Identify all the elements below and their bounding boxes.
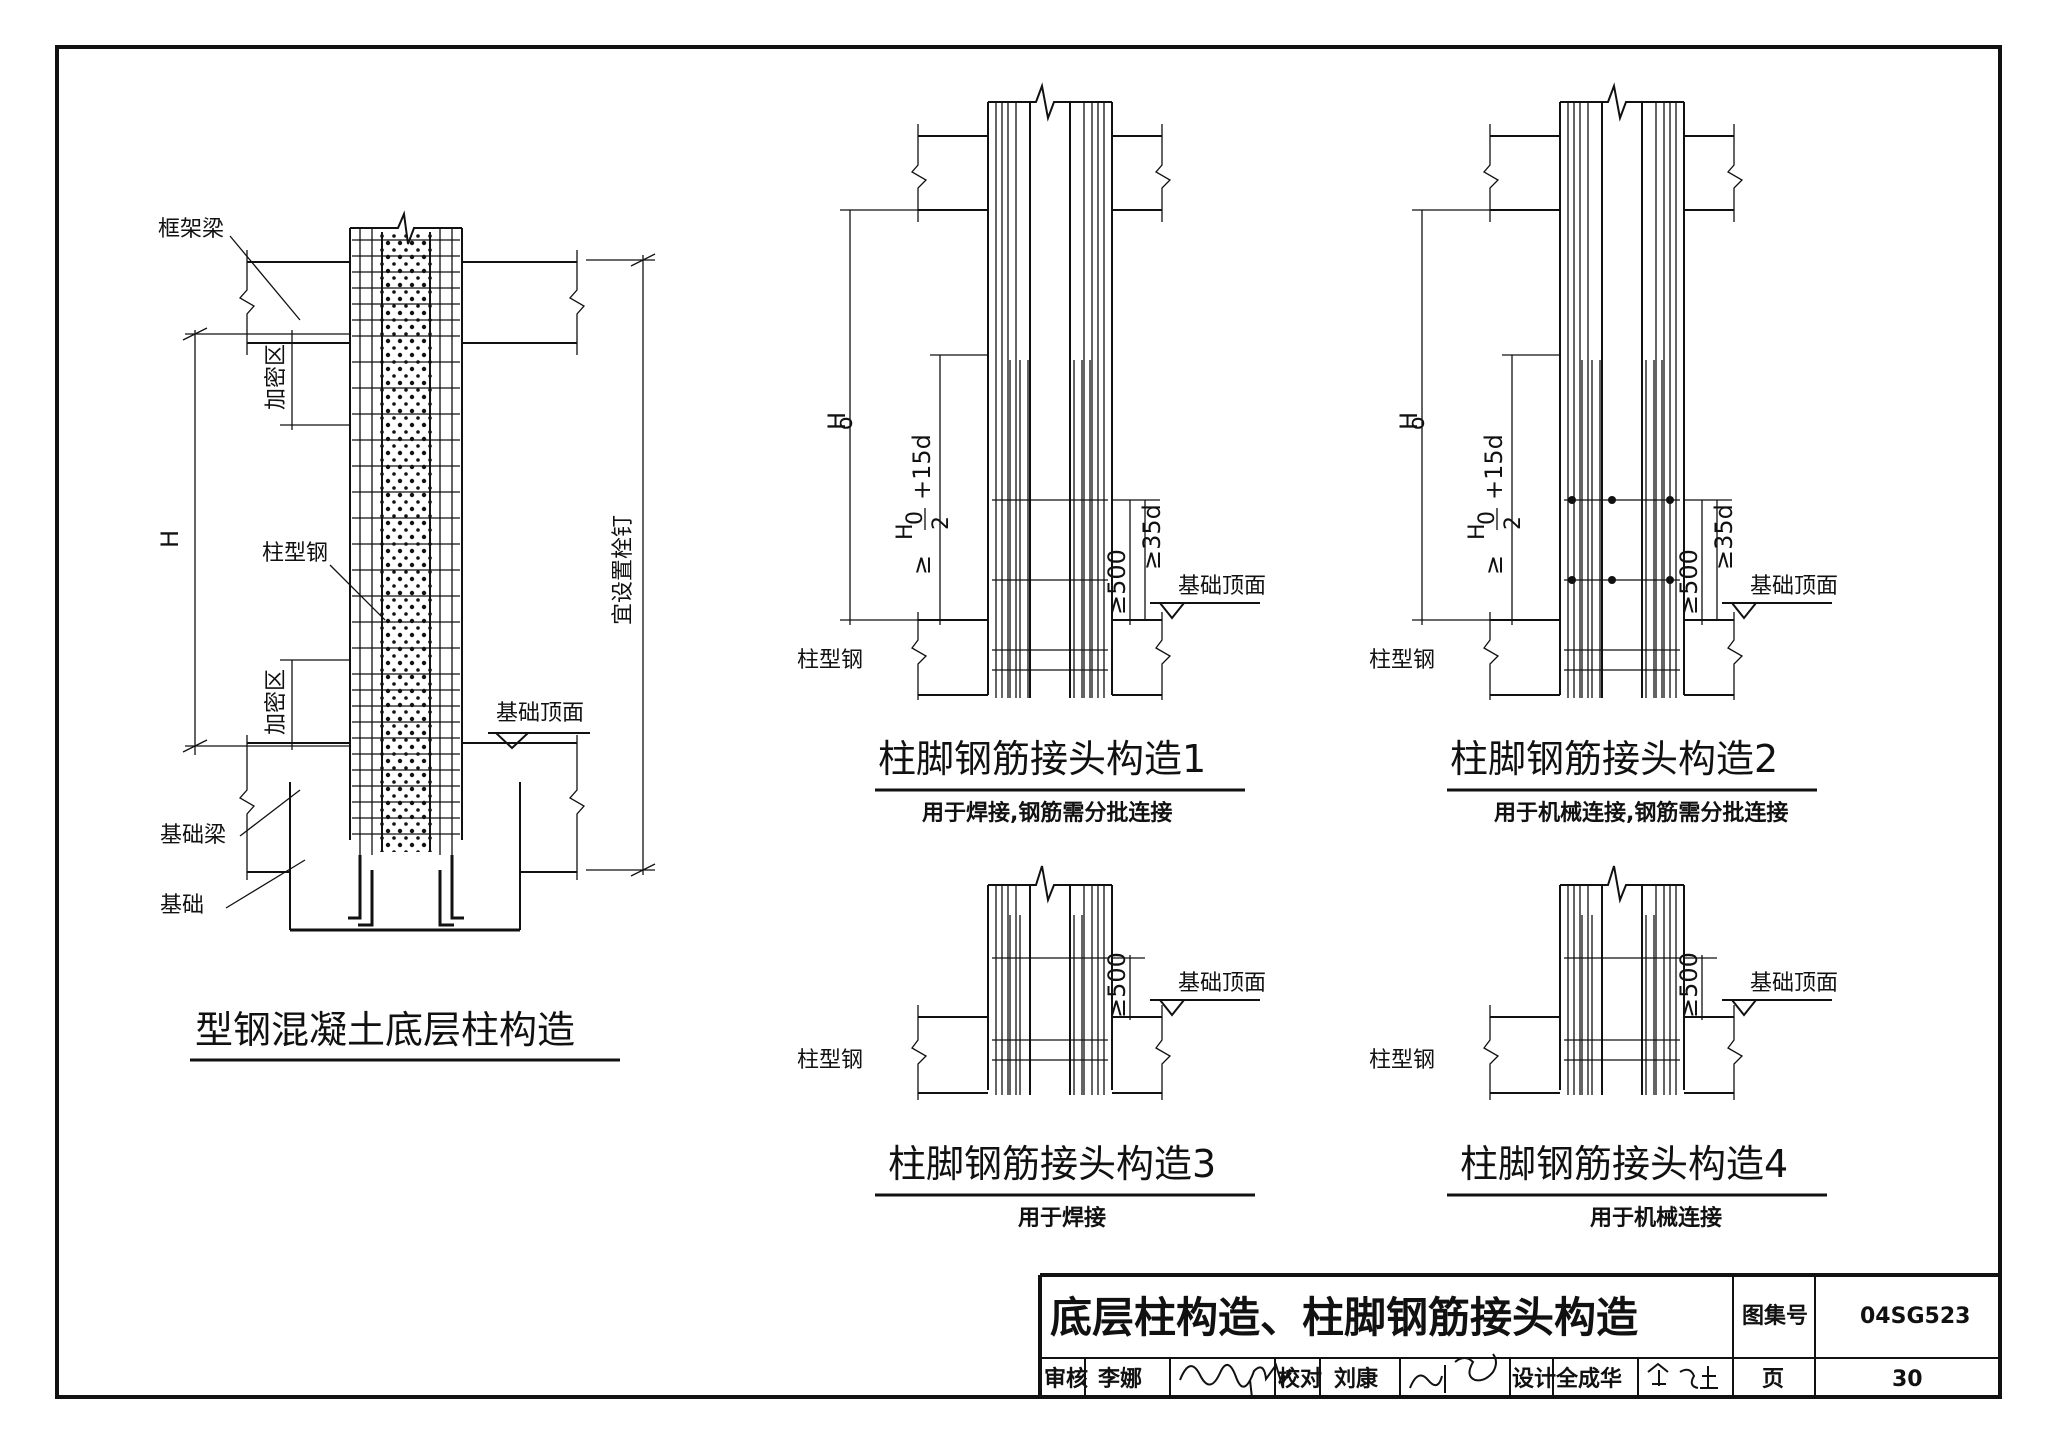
left-drawing-title: 型钢混凝土底层柱构造	[195, 1008, 575, 1052]
label-ge: ≥	[908, 555, 936, 575]
label-ho-sub: o	[1405, 417, 1430, 430]
label-ge500: ≥500	[1675, 549, 1703, 615]
detail-title: 柱脚钢筋接头构造3	[888, 1142, 1216, 1186]
label-foundation-beam: 基础梁	[160, 823, 226, 848]
reviewer-signature	[1179, 1362, 1291, 1399]
label-dense-zone-top: 加密区	[264, 344, 289, 410]
title-block: 底层柱构造、柱脚钢筋接头构造 图集号 04SG523 审核 李娜 校对 刘康 设…	[1038, 1273, 2000, 1399]
label-foundation-top: 基础顶面	[1178, 574, 1266, 599]
label-dense-zone-bottom: 加密区	[264, 669, 289, 735]
label-ge35d: ≥35d	[1138, 504, 1166, 570]
label-frac-den: 2	[1501, 516, 1526, 530]
label-frac-num-sub: 0	[903, 511, 928, 525]
design-label: 设计	[1512, 1367, 1556, 1392]
label-foundation: 基础	[160, 893, 204, 918]
label-plus15d: +15d	[908, 434, 936, 500]
detail-subtitle: 用于焊接,钢筋需分批连接	[922, 800, 1172, 826]
label-foundation-top: 基础顶面	[1750, 971, 1838, 996]
designer-name: 全成华	[1555, 1366, 1622, 1392]
label-frac-num-sub: 0	[1475, 511, 1500, 525]
detail-title: 柱脚钢筋接头构造2	[1450, 737, 1778, 781]
drawing-title: 底层柱构造、柱脚钢筋接头构造	[1050, 1293, 1638, 1342]
label-steel-column: 柱型钢	[797, 648, 863, 673]
page-label: 页	[1762, 1367, 1784, 1392]
label-frac-den: 2	[929, 516, 954, 530]
label-height: H	[156, 530, 184, 548]
label-foundation-top: 基础顶面	[1178, 971, 1266, 996]
designer-signature	[1647, 1362, 1718, 1389]
review-label: 审核	[1044, 1366, 1088, 1392]
label-steel-column: 柱型钢	[797, 1048, 863, 1073]
label-foundation-top: 基础顶面	[1750, 574, 1838, 599]
page-number: 30	[1892, 1367, 1923, 1392]
label-ho: H	[1395, 412, 1423, 430]
label-frame-beam: 框架梁	[158, 217, 224, 242]
sheet-border	[55, 45, 2002, 1399]
label-ge500: ≥500	[1675, 952, 1703, 1018]
detail-subtitle: 用于机械连接,钢筋需分批连接	[1494, 800, 1788, 826]
label-frac-num: H	[1465, 523, 1490, 540]
label-foundation-top-left: 基础顶面	[496, 701, 584, 726]
label-steel-column: 柱型钢	[1369, 1048, 1435, 1073]
label-ge500: ≥500	[1103, 952, 1131, 1018]
atlas-number: 04SG523	[1860, 1304, 1970, 1329]
detail-subtitle: 用于焊接	[1018, 1206, 1106, 1231]
label-stud-note: 宜设置栓钉	[611, 515, 636, 625]
label-steel-column: 柱型钢	[262, 541, 328, 566]
check-label: 校对	[1278, 1366, 1322, 1392]
atlas-label: 图集号	[1742, 1303, 1808, 1329]
checker-name: 刘康	[1334, 1366, 1379, 1392]
reviewer-name: 李娜	[1097, 1366, 1142, 1392]
left-column-drawing: 框架梁 加密区 H 柱型钢 加密区 宜设置栓钉 基础顶面 基础梁 基础 型钢混凝…	[156, 210, 656, 1062]
detail-subtitle: 用于机械连接	[1590, 1205, 1722, 1231]
label-ge35d: ≥35d	[1710, 504, 1738, 570]
label-plus15d: +15d	[1480, 434, 1508, 500]
label-ge500: ≥500	[1103, 549, 1131, 615]
detail-title: 柱脚钢筋接头构造1	[878, 737, 1206, 781]
checker-signature	[1409, 1353, 1497, 1393]
label-frac-num: H	[893, 523, 918, 540]
label-steel-column: 柱型钢	[1369, 648, 1435, 673]
label-ge: ≥	[1480, 555, 1508, 575]
label-ho-sub: o	[833, 417, 858, 430]
label-ho: H	[823, 412, 851, 430]
detail-title: 柱脚钢筋接头构造4	[1460, 1142, 1788, 1186]
